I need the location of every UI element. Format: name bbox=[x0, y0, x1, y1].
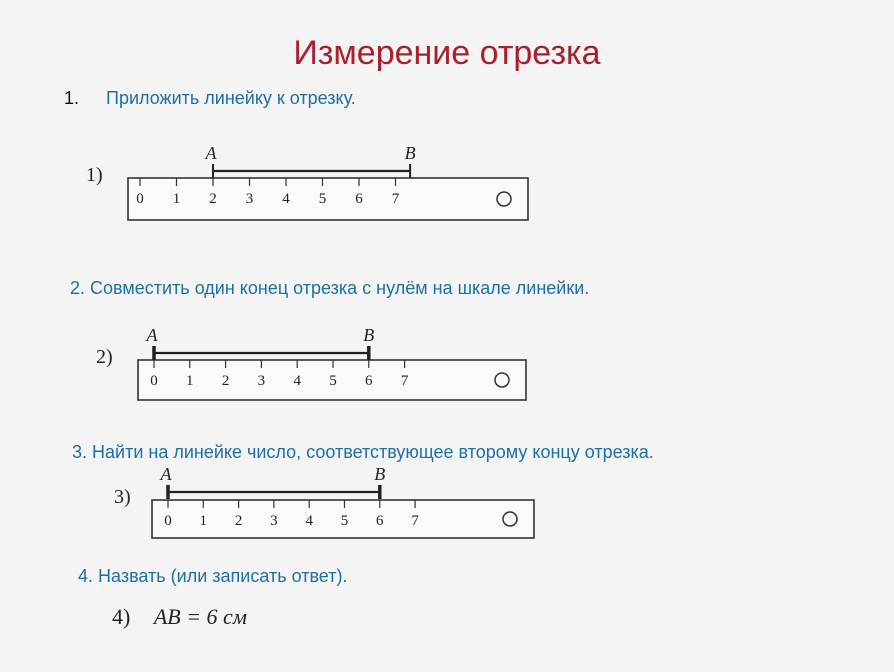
ruler-tick-label: 6 bbox=[355, 191, 363, 207]
point-b-label: B bbox=[405, 143, 416, 163]
page-title: Измерение отрезка bbox=[293, 34, 601, 72]
ruler-tick-label: 3 bbox=[246, 191, 254, 207]
ruler-tick-label: 4 bbox=[293, 373, 301, 389]
ruler-tick-label: 7 bbox=[392, 191, 400, 207]
point-b-label: B bbox=[363, 325, 374, 345]
ruler-tick-label: 3 bbox=[270, 513, 278, 529]
ruler-tick-label: 5 bbox=[319, 191, 327, 207]
ruler-tick-label: 1 bbox=[186, 373, 194, 389]
ruler-tick-label: 6 bbox=[376, 513, 384, 529]
ruler-tick-label: 3 bbox=[258, 373, 266, 389]
ruler-tick-label: 5 bbox=[329, 373, 337, 389]
ruler-tick-label: 1 bbox=[200, 513, 208, 529]
step-2: 2. Совместить один конец отрезка с нулём… bbox=[70, 278, 590, 298]
answer-expression: AB = 6 см bbox=[153, 604, 247, 629]
step-1-number: 1. bbox=[64, 88, 80, 108]
figure-2-group: 0 1 2 3 4 5 6 7 A B bbox=[137, 325, 527, 401]
ruler-tick-label: 6 bbox=[365, 373, 373, 389]
figure-1-label: 1) bbox=[86, 164, 103, 186]
step-4: 4. Назвать (или записать ответ). bbox=[78, 566, 348, 586]
ruler-tick-label: 2 bbox=[235, 513, 243, 529]
step-1: 1. Приложить линейку к отрезку. bbox=[64, 88, 356, 109]
ruler-tick-label: 2 bbox=[209, 191, 217, 207]
ruler-tick-label: 4 bbox=[282, 191, 290, 207]
point-b-label: B bbox=[374, 464, 385, 484]
ruler-hole bbox=[494, 372, 510, 388]
ruler-tick-label: 7 bbox=[411, 513, 419, 529]
ruler-tick-label: 7 bbox=[401, 373, 409, 389]
point-a-label: A bbox=[146, 325, 159, 345]
point-a-label: A bbox=[160, 464, 173, 484]
ruler-hole bbox=[502, 511, 518, 527]
point-a-label: A bbox=[205, 143, 218, 163]
ruler-tick-label: 0 bbox=[136, 191, 144, 207]
ruler-tick-label: 2 bbox=[222, 373, 230, 389]
figure-1-group: 0 1 2 3 4 5 6 7 A B bbox=[127, 143, 529, 221]
figure-3-label: 3) bbox=[114, 486, 131, 508]
ruler-tick-label: 4 bbox=[305, 513, 313, 529]
answer-label: 4) bbox=[112, 604, 131, 629]
ruler-tick-label: 0 bbox=[164, 513, 172, 529]
ruler-tick-label: 0 bbox=[150, 373, 158, 389]
step-3: 3. Найти на линейке число, соответствующ… bbox=[72, 442, 654, 462]
ruler-hole bbox=[496, 191, 512, 207]
ruler-body bbox=[127, 177, 529, 221]
ruler-body bbox=[151, 499, 535, 539]
figure-2-label: 2) bbox=[96, 346, 113, 368]
ruler-tick-label: 5 bbox=[341, 513, 349, 529]
figure-3-group: 0 1 2 3 4 5 6 7 A B bbox=[151, 464, 535, 539]
step-1-text: Приложить линейку к отрезку. bbox=[106, 88, 356, 108]
ruler-tick-label: 1 bbox=[173, 191, 181, 207]
ruler-body bbox=[137, 359, 527, 401]
answer: 4) AB = 6 см bbox=[112, 604, 247, 630]
